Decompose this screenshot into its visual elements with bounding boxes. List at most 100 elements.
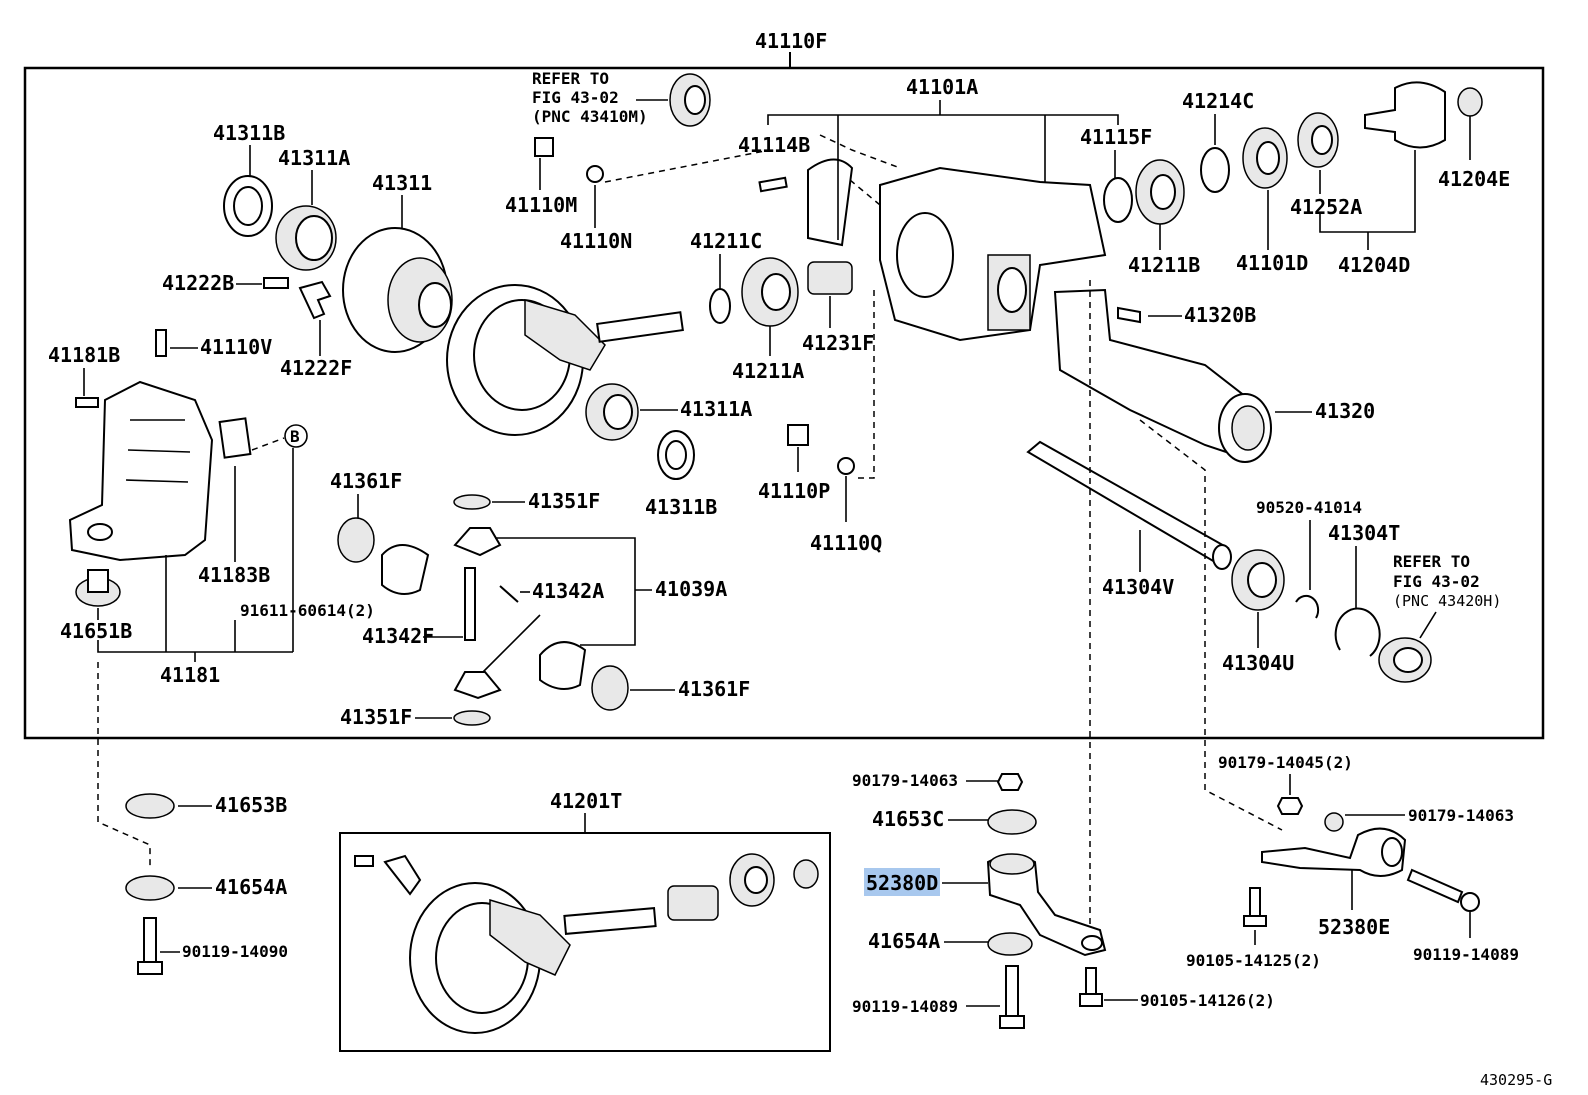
label-41654A-mid[interactable]: 41654A: [868, 929, 940, 953]
washer-41361F-bottom[interactable]: [591, 665, 629, 711]
label-41653C[interactable]: 41653C: [872, 807, 944, 831]
bearing-cap[interactable]: [807, 158, 854, 247]
label-41181[interactable]: 41181: [160, 663, 220, 687]
bolt-90119-14089-mid[interactable]: [1005, 965, 1019, 1019]
label-41183B[interactable]: 41183B: [198, 563, 270, 587]
bolt-41181B[interactable]: [75, 397, 99, 408]
cushion-41654A-left[interactable]: [125, 875, 175, 901]
label-90119-14090[interactable]: 90119-14090: [182, 942, 288, 961]
lock-plate-41222F[interactable]: [298, 280, 332, 320]
pinion-shaft[interactable]: [596, 311, 684, 343]
label-90105-14125[interactable]: 90105-14125(2): [1186, 951, 1321, 970]
label-41110F[interactable]: 41110F: [755, 29, 827, 53]
side-gear-top[interactable]: [381, 544, 430, 595]
label-41222F[interactable]: 41222F: [280, 356, 352, 380]
label-41110P[interactable]: 41110P: [758, 479, 830, 503]
label-90179-14045[interactable]: 90179-14045(2): [1218, 753, 1353, 772]
spacer-41231F[interactable]: [807, 261, 853, 295]
label-41214C[interactable]: 41214C: [1182, 89, 1254, 113]
label-41101D[interactable]: 41101D: [1236, 251, 1308, 275]
nut-90179-14045[interactable]: [1276, 797, 1304, 815]
label-41110N[interactable]: 41110N: [560, 229, 632, 253]
label-90179-14063-mid[interactable]: 90179-14063: [852, 771, 958, 790]
label-41222B[interactable]: 41222B: [162, 271, 234, 295]
plug-41110P[interactable]: [787, 424, 809, 446]
flange-41204D[interactable]: [1364, 81, 1446, 149]
bolt-90119-14089-right[interactable]: [1406, 868, 1464, 904]
label-41361F-bottom[interactable]: 41361F: [678, 677, 750, 701]
label-41342A[interactable]: 41342A: [532, 579, 604, 603]
support-bracket-41181[interactable]: [68, 380, 214, 562]
label-91611-60614[interactable]: 91611-60614(2): [240, 601, 375, 620]
label-90105-14126[interactable]: 90105-14126(2): [1140, 991, 1275, 1010]
label-41252A[interactable]: 41252A: [1290, 195, 1362, 219]
nut-kit[interactable]: [793, 859, 819, 889]
shaft-41342F[interactable]: [464, 567, 476, 641]
label-41304T[interactable]: 41304T: [1328, 521, 1400, 545]
label-41351F-bottom[interactable]: 41351F: [340, 705, 412, 729]
label-41342F[interactable]: 41342F: [362, 624, 434, 648]
label-52380D[interactable]: 52380D: [866, 871, 938, 895]
pinion-kit[interactable]: [563, 907, 657, 935]
thrust-washer-41351F-top[interactable]: [453, 494, 491, 510]
label-41320[interactable]: 41320: [1315, 399, 1375, 423]
snap-ring-41304T[interactable]: [1334, 607, 1381, 657]
nut-41204E[interactable]: [1457, 87, 1483, 117]
bolt-41114B[interactable]: [758, 176, 788, 193]
cushion-41653C[interactable]: [987, 809, 1037, 835]
washer-41361F-top[interactable]: [337, 517, 375, 563]
label-41110V[interactable]: 41110V: [200, 335, 272, 359]
label-41039A[interactable]: 41039A: [655, 577, 727, 601]
support-arm-52380E[interactable]: [1261, 827, 1407, 877]
side-gear-bottom[interactable]: [539, 641, 587, 690]
label-41204E[interactable]: 41204E: [1438, 167, 1510, 191]
label-90520-41014[interactable]: 90520-41014: [1256, 498, 1362, 517]
bolt-90119-14090[interactable]: [143, 917, 157, 967]
gasket-41110Q[interactable]: [837, 457, 855, 475]
bolt-41222B[interactable]: [263, 277, 289, 289]
cushion-41654A-mid[interactable]: [987, 932, 1033, 956]
breather-41110V[interactable]: [155, 329, 167, 357]
label-41211B[interactable]: 41211B: [1128, 253, 1200, 277]
label-52380E[interactable]: 52380E: [1318, 915, 1390, 939]
label-90119-14089-mid[interactable]: 90119-14089: [852, 997, 958, 1016]
label-41110M[interactable]: 41110M: [505, 193, 577, 217]
nut-90179-14063-right[interactable]: [1324, 812, 1344, 832]
label-41311B-top[interactable]: 41311B: [213, 121, 285, 145]
label-41231F[interactable]: 41231F: [802, 331, 874, 355]
label-41110Q[interactable]: 41110Q: [810, 531, 882, 555]
label-90179-14063-right[interactable]: 90179-14063: [1408, 806, 1514, 825]
label-41304U[interactable]: 41304U: [1222, 651, 1294, 675]
thrust-washer-41351F-bottom[interactable]: [453, 710, 491, 726]
washer-41214C[interactable]: [1200, 147, 1230, 193]
label-41651B[interactable]: 41651B: [60, 619, 132, 643]
spacer-kit[interactable]: [667, 885, 719, 921]
label-41201T[interactable]: 41201T: [550, 789, 622, 813]
label-41320B[interactable]: 41320B: [1184, 303, 1256, 327]
pinion-gear-top[interactable]: [453, 527, 502, 557]
label-41101A[interactable]: 41101A: [906, 75, 978, 99]
label-41115F[interactable]: 41115F: [1080, 125, 1152, 149]
gasket-41110N[interactable]: [586, 165, 604, 183]
label-90119-14089-right[interactable]: 90119-14089: [1413, 945, 1519, 964]
label-41311A-mid[interactable]: 41311A: [680, 397, 752, 421]
pinion-gear-bottom[interactable]: [453, 671, 502, 700]
label-41181B[interactable]: 41181B: [48, 343, 120, 367]
bolt-90105-14126[interactable]: [1085, 967, 1097, 997]
label-41311B-mid[interactable]: 41311B: [645, 495, 717, 519]
label-41351F-top[interactable]: 41351F: [528, 489, 600, 513]
label-41211A[interactable]: 41211A: [732, 359, 804, 383]
gasket-41183B[interactable]: [218, 417, 252, 459]
seal-41115F[interactable]: [1103, 177, 1133, 223]
bolt-90105-14125[interactable]: [1249, 887, 1261, 919]
nut-90179-14063-mid[interactable]: [996, 773, 1024, 791]
label-41211C[interactable]: 41211C: [690, 229, 762, 253]
label-41204D[interactable]: 41204D: [1338, 253, 1410, 277]
label-41311A-top[interactable]: 41311A: [278, 146, 350, 170]
label-41304V[interactable]: 41304V: [1102, 575, 1174, 599]
cushion-41653B[interactable]: [125, 793, 175, 819]
washer-41211C[interactable]: [709, 288, 731, 324]
axle-shaft-41304V[interactable]: [1026, 440, 1230, 567]
differential-carrier-41101A[interactable]: [879, 166, 1107, 342]
label-41654A-left[interactable]: 41654A: [215, 875, 287, 899]
